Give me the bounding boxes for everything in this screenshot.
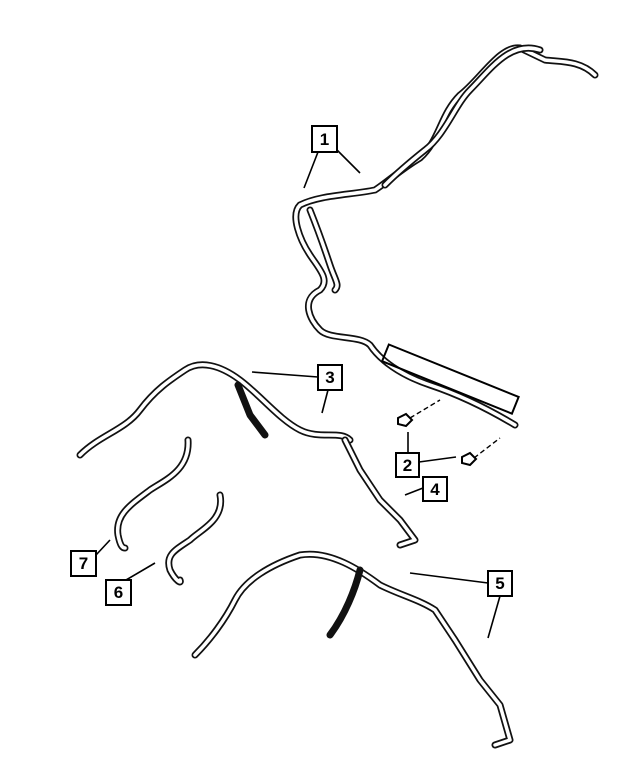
svg-text:3: 3 [325, 368, 334, 387]
part-1-hose-assembly[interactable] [292, 44, 599, 429]
leader-lines [95, 149, 501, 639]
part-3-hose[interactable] [76, 361, 354, 459]
part-6-hose[interactable] [165, 491, 225, 586]
part-2-bolts[interactable] [397, 399, 501, 467]
svg-text:5: 5 [495, 574, 504, 593]
callout-6: 6 [105, 579, 132, 606]
svg-text:4: 4 [430, 480, 440, 499]
part-4-line[interactable] [341, 436, 419, 549]
part-7-hose[interactable] [114, 436, 192, 552]
svg-text:1: 1 [320, 130, 329, 149]
svg-text:2: 2 [403, 456, 412, 475]
part-5-hose[interactable] [191, 550, 514, 749]
svg-text:7: 7 [79, 554, 88, 573]
callout-1: 1 [311, 125, 338, 153]
callout-7: 7 [70, 550, 97, 577]
callout-2: 2 [395, 452, 420, 478]
svg-text:6: 6 [114, 583, 123, 602]
callout-4: 4 [422, 476, 448, 502]
callout-3: 3 [317, 364, 343, 391]
callout-5: 5 [487, 570, 513, 597]
